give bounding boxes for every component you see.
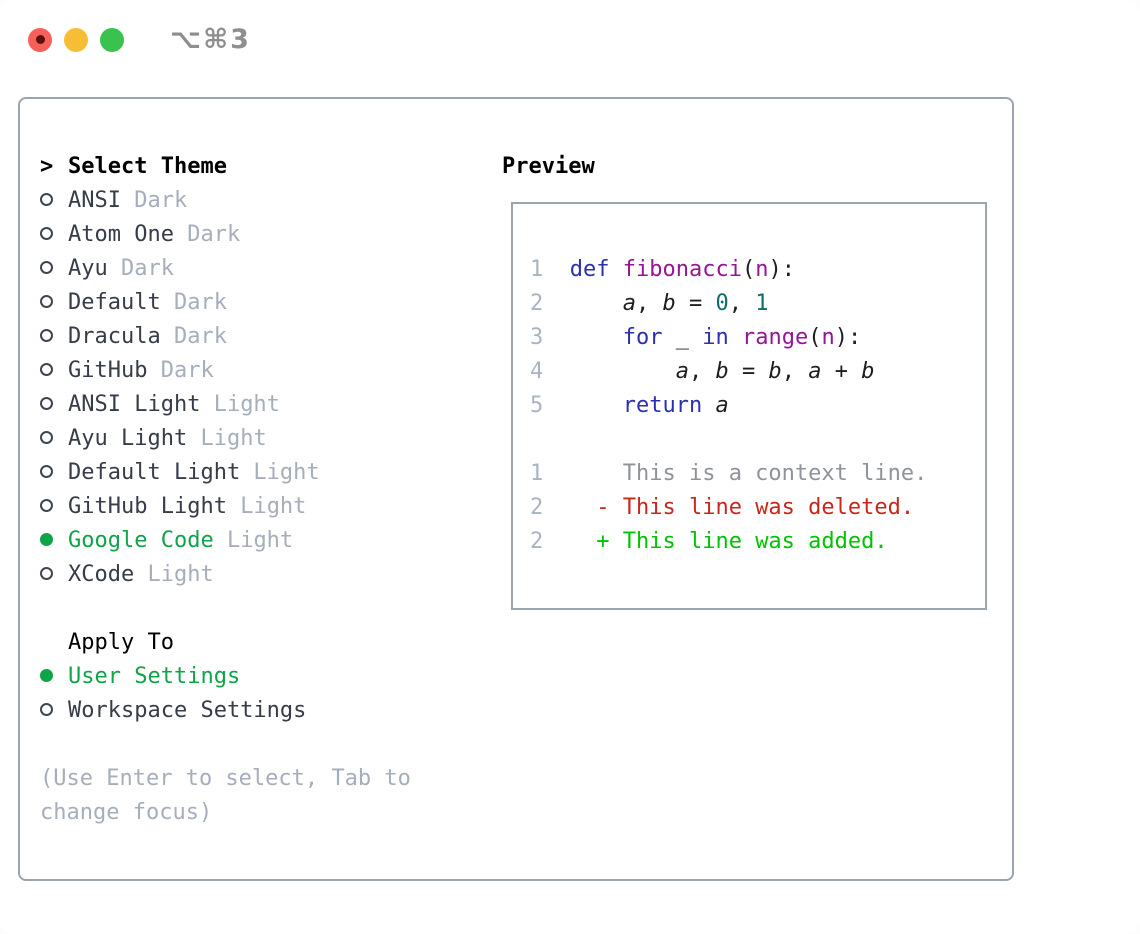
theme-item-label: Default Light [68,460,241,485]
theme-item-label: GitHub Light [68,494,227,519]
window-title: ⌥⌘3 [170,24,251,55]
preview-header: Preview [502,154,595,179]
preview-code-line: 3 for _ in range(n): [530,325,862,350]
apply-to-header-label: Apply To [68,630,174,655]
select-theme-header: > Select Theme [40,150,411,184]
theme-variant-label: Light [213,528,294,553]
theme-item-label: Ayu [68,256,108,281]
theme-variant-label: Dark [107,256,174,281]
radio-unselected-icon [40,295,53,308]
theme-item-label: Atom One [68,222,174,247]
theme-variant-label: Dark [120,188,188,213]
theme-item-ayu[interactable]: Ayu Dark [40,252,411,286]
theme-item-github-light[interactable]: GitHub Light Light [40,490,411,524]
radio-selected-icon [40,669,53,682]
focus-indicator: > [40,154,54,179]
preview-code-line: 1 def fibonacci(n): [530,257,795,282]
preview-code-line: 5 return a [530,393,729,418]
apply-option-user-settings[interactable]: User Settings [40,660,411,694]
radio-unselected-icon [40,329,53,342]
theme-item-label: Dracula [68,324,161,349]
theme-item-default[interactable]: Default Dark [40,286,411,320]
theme-variant-label: Light [240,460,320,485]
theme-item-github[interactable]: GitHub Dark [40,354,411,388]
theme-item-label: GitHub [68,358,148,383]
help-text-line1: (Use Enter to select, Tab to [40,766,411,791]
theme-item-label: ANSI [68,188,121,213]
radio-unselected-icon [40,703,53,716]
help-text-line2: change focus) [40,800,213,825]
theme-variant-label: Light [200,392,280,417]
apply-option-workspace-settings[interactable]: Workspace Settings [40,694,411,728]
radio-unselected-icon [40,227,53,240]
theme-item-label: Default [68,290,161,315]
apply-to-header: Apply To [40,626,411,660]
theme-item-ansi-light[interactable]: ANSI Light Light [40,388,411,422]
preview-code-line: 2 - This line was deleted. [530,495,915,520]
preview-pane: 1 def fibonacci(n): 2 a, b = 0, 1 3 for _ … [511,202,987,610]
theme-item-atom-one[interactable]: Atom One Dark [40,218,411,252]
theme-item-label: Ayu Light [68,426,188,451]
theme-item-ansi[interactable]: ANSI Dark [40,184,411,218]
theme-item-label: Google Code [68,528,214,553]
select-theme-header-label: Select Theme [68,154,227,179]
minimize-button[interactable] [64,27,88,52]
radio-selected-icon [40,533,53,546]
preview-code-line: 2 a, b = 0, 1 [530,291,769,316]
theme-variant-label: Dark [147,358,214,383]
radio-unselected-icon [40,363,53,376]
zoom-button[interactable] [100,27,124,52]
close-button-dot [35,35,45,44]
preview-code-line: 2 + This line was added. [530,529,888,554]
theme-variant-label: Dark [160,290,227,315]
radio-unselected-icon [40,261,53,274]
theme-variant-label: Dark [160,324,227,349]
radio-unselected-icon [40,499,53,512]
theme-item-label: XCode [68,562,135,587]
radio-unselected-icon [40,431,53,444]
spacer [40,592,411,626]
preview-code-line: 4 a, b = b, a + b [530,359,875,384]
title-bar: ⌥⌘3 [28,24,251,55]
preview-code-line: 1 This is a context line. [530,461,928,486]
theme-item-default-light[interactable]: Default Light Light [40,456,411,490]
apply-option-label: User Settings [68,664,241,689]
theme-item-google-code[interactable]: Google Code Light [40,524,411,558]
theme-variant-label: Light [134,562,214,587]
theme-item-label: ANSI Light [68,392,201,417]
radio-unselected-icon [40,567,53,580]
radio-unselected-icon [40,193,53,206]
theme-item-ayu-light[interactable]: Ayu Light Light [40,422,411,456]
close-button[interactable] [28,27,52,52]
theme-item-xcode[interactable]: XCode Light [40,558,411,592]
theme-variant-label: Dark [173,222,241,247]
preview-code-line [530,423,985,457]
radio-unselected-icon [40,397,53,410]
spacer [40,728,411,762]
theme-item-dracula[interactable]: Dracula Dark [40,320,411,354]
radio-unselected-icon [40,465,53,478]
theme-variant-label: Light [187,426,267,451]
apply-option-label: Workspace Settings [68,698,307,723]
theme-variant-label: Light [226,494,307,519]
